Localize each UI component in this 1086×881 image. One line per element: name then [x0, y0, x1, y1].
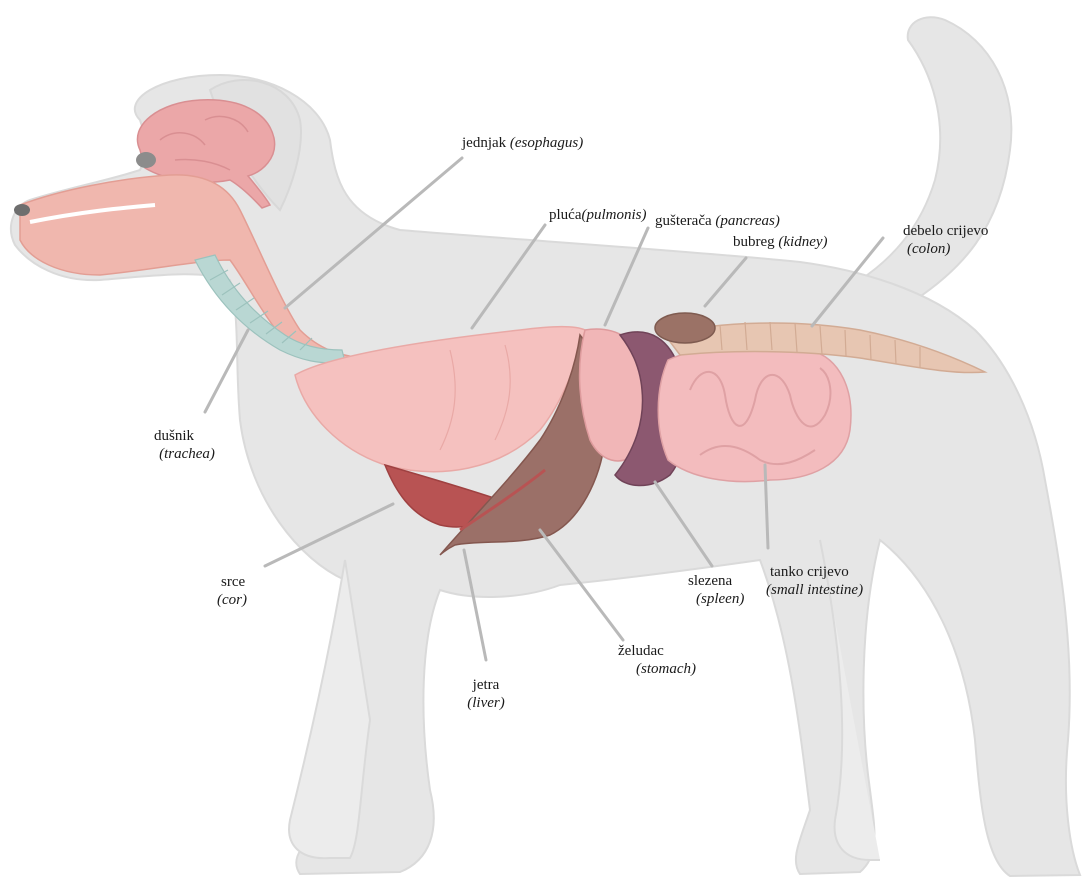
label-colon-latin: (colon): [907, 240, 988, 258]
label-spleen-name: slezena: [688, 572, 744, 590]
label-stomach-latin: (stomach): [636, 660, 696, 678]
label-small-intestine: tanko crijevo (small intestine): [766, 563, 863, 599]
label-liver-latin: (liver): [455, 694, 517, 712]
small-intestine-organ: [658, 345, 851, 482]
label-heart: srce (cor): [217, 573, 247, 609]
label-colon-name: debelo crijevo: [903, 222, 988, 240]
label-heart-name: srce: [217, 573, 247, 591]
label-colon: debelo crijevo (colon): [903, 222, 988, 258]
label-liver: jetra (liver): [455, 676, 517, 712]
label-pancreas: gušterača (pancreas): [655, 212, 780, 230]
label-kidney: bubreg (kidney): [733, 233, 828, 251]
label-spleen-latin: (spleen): [696, 590, 744, 608]
label-small-intestine-latin: (small intestine): [766, 581, 863, 599]
label-esophagus: jednjak (esophagus): [462, 134, 583, 152]
label-esophagus-name: jednjak: [462, 135, 506, 151]
kidney-organ: [655, 313, 715, 343]
label-stomach: želudac (stomach): [618, 642, 696, 678]
label-trachea-name: dušnik: [142, 427, 232, 445]
label-liver-name: jetra: [455, 676, 517, 694]
label-lungs-name: pluća: [549, 207, 581, 223]
label-spleen: slezena (spleen): [688, 572, 744, 608]
label-trachea-latin: (trachea): [142, 445, 232, 463]
label-kidney-latin: (kidney): [778, 234, 827, 250]
label-stomach-name: želudac: [618, 642, 696, 660]
label-pancreas-latin: (pancreas): [715, 213, 779, 229]
label-lungs: pluća(pulmonis): [549, 206, 646, 224]
label-small-intestine-name: tanko crijevo: [766, 563, 863, 581]
label-pancreas-name: gušterača: [655, 213, 712, 229]
label-heart-latin: (cor): [217, 591, 247, 609]
label-kidney-name: bubreg: [733, 234, 775, 250]
label-trachea: dušnik (trachea): [142, 427, 232, 463]
label-esophagus-latin: (esophagus): [510, 135, 583, 151]
label-lungs-latin: (pulmonis): [581, 207, 646, 223]
